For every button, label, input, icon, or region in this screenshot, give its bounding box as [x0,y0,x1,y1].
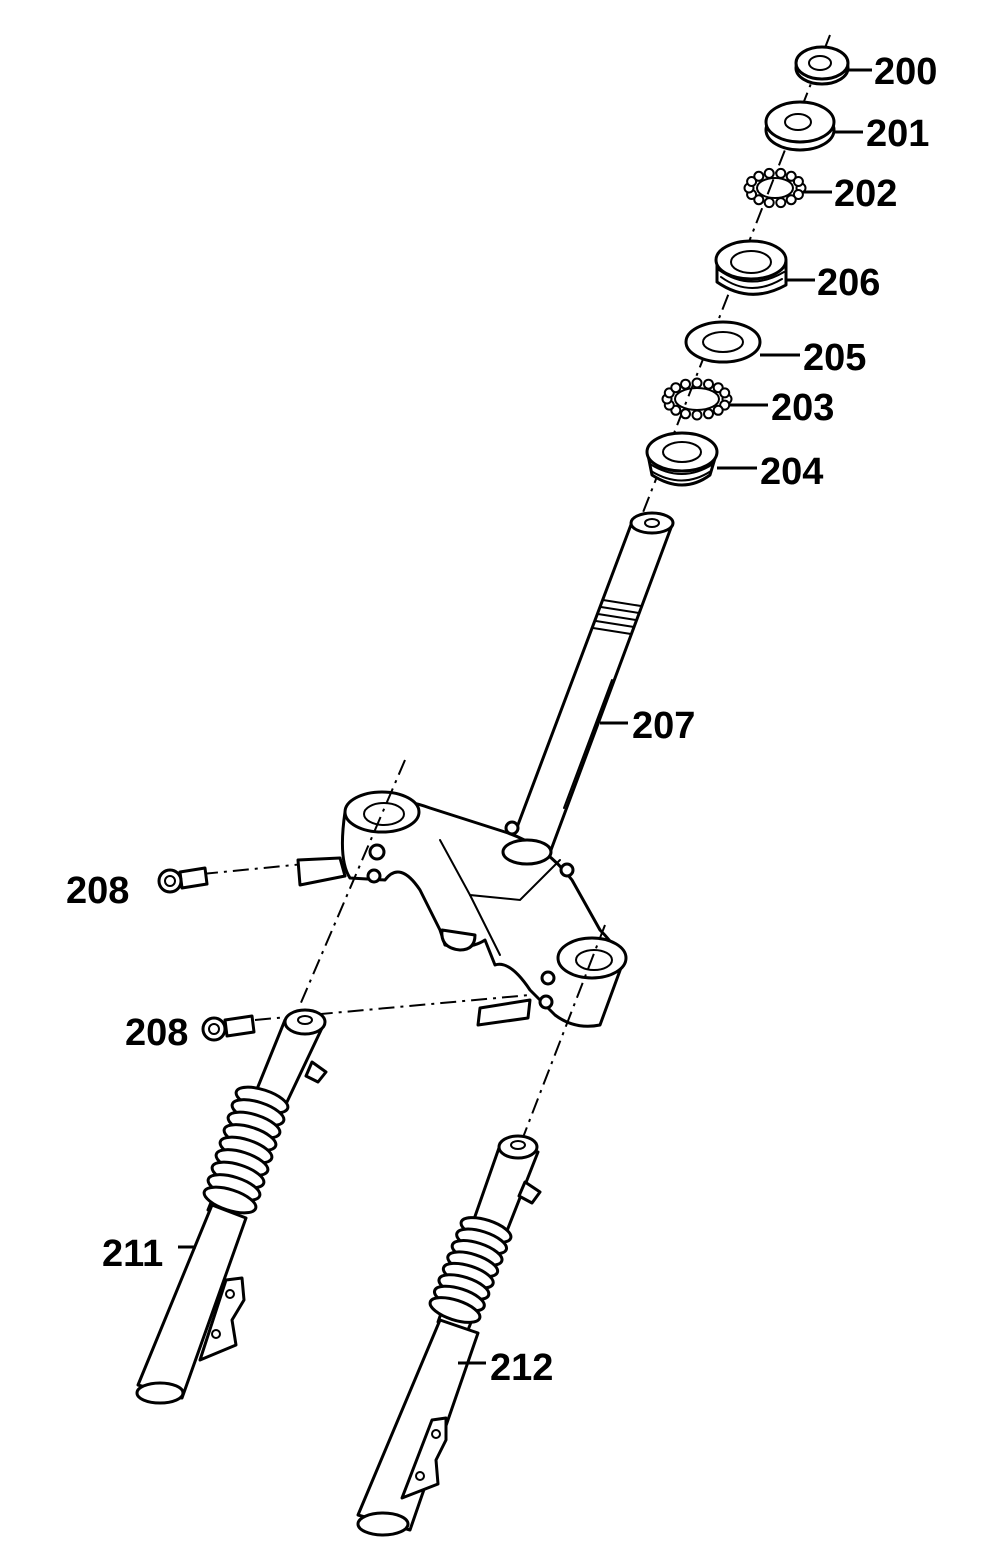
part-208-bolt-lower [201,1014,256,1042]
bearing-ball [763,167,775,179]
callout-204: 204 [760,451,823,493]
part-203-ball-race [661,377,733,421]
part-205-washer [684,320,762,364]
callout-211: 211 [102,1233,163,1275]
bearing-ball [746,176,758,187]
part-204-bottom-cone-race [645,431,719,487]
callout-200: 200 [874,51,937,93]
race-cage [756,177,794,199]
upper-clamp-slot [296,856,347,887]
bolt-208a-axis [201,859,346,875]
bearing-ball [785,194,797,206]
part-200-lock-nut [794,45,850,86]
bearing-ball [703,408,714,420]
bearing-ball [785,170,797,182]
left-fork-axis [299,759,406,1006]
bearing-ball [712,404,724,416]
bearing-ball [792,176,804,187]
right-fork-axis [521,924,606,1141]
boot-fold [428,1296,482,1324]
part-201-adjusting-nut [764,100,836,152]
bearing-ball [680,408,691,420]
callout-201: 201 [866,113,929,155]
bearing-ball [775,197,787,209]
lower-clamp-slot [476,998,532,1027]
bearing-ball [680,378,691,390]
callout-205: 205 [803,337,866,379]
callout-212: 212 [490,1347,553,1389]
bearing-ball [670,382,682,394]
part-212-right-fork-leg [356,1134,542,1537]
bearing-ball [753,194,765,206]
callout-leaders [178,68,872,1365]
callout-203: 203 [771,387,834,429]
callout-208-lower: 208 [125,1012,188,1054]
bearing-ball [775,167,787,179]
bearing-ball [719,387,731,399]
part-207-steering-stem [340,511,675,1028]
bearing-ball [703,378,714,390]
fork-boot-211 [202,1085,290,1215]
bearing-ball [753,170,765,182]
bearing-ball [691,409,703,421]
bearing-ball [763,197,775,209]
race-cage [674,387,720,411]
stem-thread [592,599,642,635]
bearing-ball [792,189,804,200]
part-206-top-cone-race [714,239,788,296]
callout-202: 202 [834,173,897,215]
callout-206: 206 [817,262,880,304]
callout-208-upper: 208 [66,870,129,912]
callout-207: 207 [632,705,695,747]
part-211-left-fork-leg [135,1008,328,1405]
part-208-bolt-upper [157,866,209,894]
fork-boot-212 [428,1216,513,1324]
bearing-ball [691,377,703,389]
part-202-ball-race [743,167,807,209]
